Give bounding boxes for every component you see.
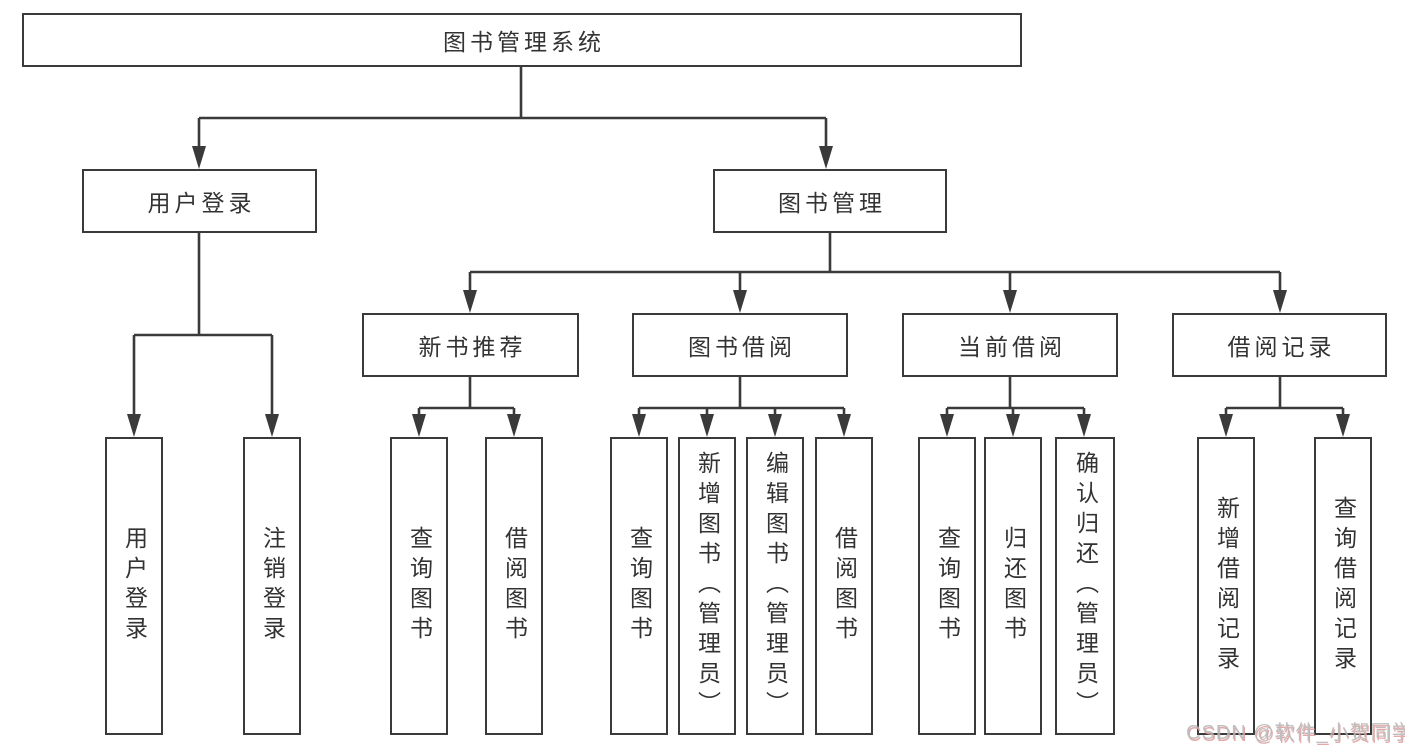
node-borrow-records: 借阅记录 — [1172, 313, 1387, 377]
arrowhead-user-login — [192, 146, 206, 169]
arrowhead-leaf — [1336, 414, 1350, 437]
node-current-borrow: 当前借阅 — [902, 313, 1118, 377]
node-new-book-recommend: 新书推荐 — [362, 313, 579, 377]
arrowhead-book-management — [819, 146, 833, 169]
node-user-login: 用户登录 — [82, 169, 317, 233]
arrowhead-leaf — [1006, 414, 1020, 437]
arrowhead-leaf — [412, 414, 426, 437]
leaf-label: 新增图书（管理员） — [694, 451, 721, 721]
node-leaf-return-books: 归还图书 — [984, 437, 1042, 735]
leaf-label: 新增借阅记录 — [1213, 496, 1240, 676]
leaf-label: 查询借阅记录 — [1330, 496, 1357, 676]
node-leaf-borrow-books: 借阅图书 — [815, 437, 873, 735]
connector-book-management-children — [468, 233, 1282, 292]
arrowhead-leaf — [700, 414, 714, 437]
leaf-label: 归还图书 — [1000, 526, 1027, 646]
arrowhead-login-leaf — [127, 414, 141, 437]
leaf-label: 用户登录 — [121, 526, 148, 646]
connector-root-to-level2 — [197, 66, 828, 148]
arrowhead-logout-leaf — [265, 414, 279, 437]
node-leaf-user-login: 用户登录 — [105, 437, 163, 735]
arrowhead-current-borrow — [1003, 290, 1017, 313]
watermark: CSDN @软件_小贺同学 — [1186, 722, 1405, 744]
connector-current-borrow-children — [945, 377, 1086, 416]
node-leaf-query-books: 查询图书 — [610, 437, 668, 735]
node-leaf-confirm-return-admin: 确认归还（管理员） — [1055, 437, 1115, 735]
connector-new-book-recommend-children — [417, 377, 516, 416]
leaf-label: 查询图书 — [934, 526, 961, 646]
connector-borrow-records-children — [1224, 377, 1345, 416]
arrowhead-leaf — [507, 414, 521, 437]
arrowhead-new-book-recommend — [463, 290, 477, 313]
node-leaf-query-borrow-record: 查询借阅记录 — [1314, 437, 1372, 735]
leaf-label: 借阅图书 — [501, 526, 528, 646]
node-leaf-query-books: 查询图书 — [918, 437, 976, 735]
leaf-label: 查询图书 — [626, 526, 653, 646]
leaf-label: 借阅图书 — [831, 526, 858, 646]
node-book-management: 图书管理 — [713, 169, 947, 233]
arrowhead-leaf — [1219, 414, 1233, 437]
connector-book-borrow-children — [637, 377, 846, 416]
node-leaf-borrow-books: 借阅图书 — [485, 437, 543, 735]
node-leaf-query-books: 查询图书 — [390, 437, 448, 735]
leaf-label: 查询图书 — [406, 526, 433, 646]
arrowhead-leaf — [940, 414, 954, 437]
node-book-borrow: 图书借阅 — [632, 313, 848, 377]
leaf-label: 编辑图书（管理员） — [762, 451, 789, 721]
node-leaf-logout: 注销登录 — [243, 437, 301, 735]
leaf-label: 确认归还（管理员） — [1072, 451, 1099, 721]
arrowhead-leaf — [632, 414, 646, 437]
arrowhead-leaf — [768, 414, 782, 437]
node-library-system: 图书管理系统 — [22, 13, 1022, 67]
connector-user-login-children — [132, 233, 274, 416]
arrowhead-leaf — [837, 414, 851, 437]
node-leaf-edit-books-admin: 编辑图书（管理员） — [746, 437, 804, 735]
arrowhead-borrow-records — [1273, 290, 1287, 313]
node-leaf-add-borrow-record: 新增借阅记录 — [1197, 437, 1255, 735]
arrowhead-book-borrow — [733, 290, 747, 313]
node-leaf-add-books-admin: 新增图书（管理员） — [678, 437, 736, 735]
leaf-label: 注销登录 — [259, 526, 286, 646]
arrowhead-leaf — [1077, 414, 1091, 437]
